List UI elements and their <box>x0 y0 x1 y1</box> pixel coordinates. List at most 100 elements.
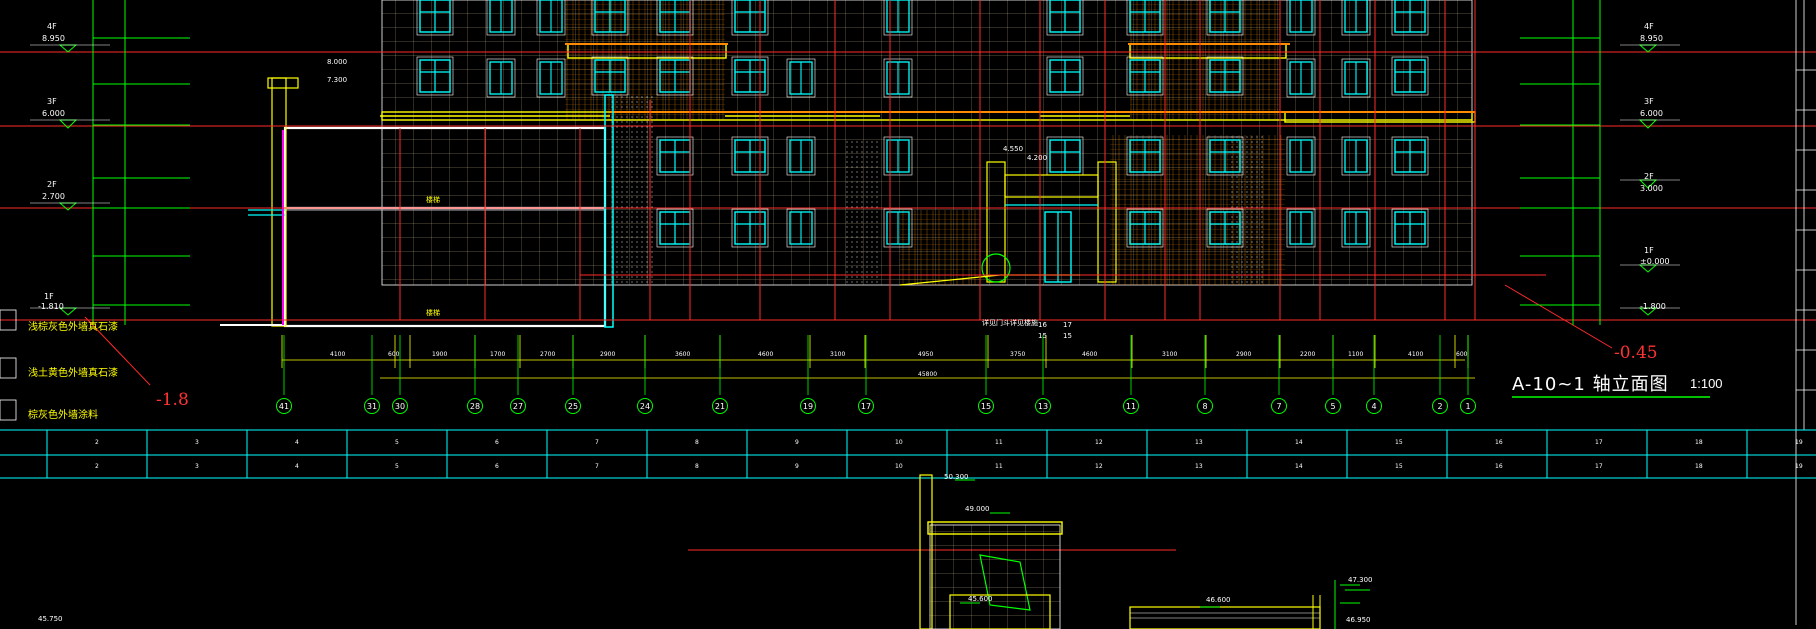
lower-level-label: 46.600 <box>1206 596 1231 604</box>
axis-bubble[interactable]: 13 <box>1035 398 1051 414</box>
axis-bubble[interactable]: 41 <box>276 398 292 414</box>
reference-lines <box>0 0 1816 386</box>
legend-item-3: 棕灰色外墙涂料 <box>28 410 98 421</box>
axis-bubble[interactable]: 30 <box>392 398 408 414</box>
right-level-ground-elev: -1.800 <box>1640 302 1666 311</box>
right-level-4f-label: 4F <box>1644 22 1654 31</box>
canopy-level-4: 4.200 <box>1027 154 1048 162</box>
table-cell: 9 <box>795 439 799 446</box>
dimension-lines <box>281 335 1475 379</box>
dimension-value: 3100 <box>830 351 846 358</box>
axis-bubble[interactable]: 31 <box>364 398 380 414</box>
dimension-total: 45800 <box>918 371 938 378</box>
table-cell: 7 <box>595 439 599 446</box>
dimension-value: 4100 <box>330 351 346 358</box>
axis-bubble[interactable]: 28 <box>467 398 483 414</box>
table-cell: 17 <box>1595 439 1603 446</box>
right-level-3f-label: 3F <box>1644 97 1654 106</box>
left-level-ruler <box>30 0 190 325</box>
detail-ref-bottom-1: 15 <box>1038 332 1047 340</box>
dimension-value: 2700 <box>540 351 556 358</box>
table-cell: 19 <box>1795 439 1803 446</box>
table-cell: 4 <box>295 463 299 470</box>
table-cell: 6 <box>495 463 499 470</box>
balcony-bands <box>380 43 1476 123</box>
right-level-1f-elev: ±0.000 <box>1640 257 1670 266</box>
table-cell: 12 <box>1095 439 1103 446</box>
canopy-level-3: 4.550 <box>1003 145 1024 153</box>
dimension-value: 600 <box>1456 351 1468 358</box>
detail-ref-top-1: 16 <box>1038 321 1047 329</box>
axis-bubble[interactable]: 17 <box>858 398 874 414</box>
legend-item-1: 浅棕灰色外墙真石漆 <box>28 322 118 333</box>
table-cell: 5 <box>395 439 399 446</box>
table-cell: 10 <box>895 439 903 446</box>
right-level-3f-elev: 6.000 <box>1640 109 1663 118</box>
right-level-ruler <box>1520 0 1680 325</box>
table-cell: 14 <box>1295 463 1303 470</box>
axis-bubble[interactable]: 8 <box>1197 398 1213 414</box>
table-cell: 16 <box>1495 463 1503 470</box>
axis-leader-lines <box>283 335 1469 395</box>
axis-bubble[interactable]: 27 <box>510 398 526 414</box>
left-level-2f-label: 2F <box>47 180 57 189</box>
table-cell: 19 <box>1795 463 1803 470</box>
right-level-1f-label: 1F <box>1644 246 1654 255</box>
sheet-table <box>0 429 1816 479</box>
table-cell: 14 <box>1295 439 1303 446</box>
lower-level-label: 47.300 <box>1348 576 1373 584</box>
table-cell: 18 <box>1695 463 1703 470</box>
axis-bubble[interactable]: 11 <box>1123 398 1139 414</box>
left-level-1f-elev: -1.810 <box>38 302 64 311</box>
lower-level-label: 49.000 <box>965 505 990 513</box>
axis-bubble[interactable]: 25 <box>565 398 581 414</box>
dimension-value: 4600 <box>1082 351 1098 358</box>
table-cell: 3 <box>195 463 199 470</box>
lower-level-label: 50.300 <box>944 473 969 481</box>
lower-detail-drawing <box>688 474 1370 629</box>
table-cell: 15 <box>1395 463 1403 470</box>
table-cell: 10 <box>895 463 903 470</box>
legend-item-2: 浅土黄色外墙真石漆 <box>28 368 118 379</box>
dimension-value: 1900 <box>432 351 448 358</box>
canopy-level-2: 7.300 <box>327 76 348 84</box>
axis-bubble[interactable]: 5 <box>1325 398 1341 414</box>
left-level-3f-label: 3F <box>47 97 57 106</box>
dimension-value: 2200 <box>1300 351 1316 358</box>
table-cell: 12 <box>1095 463 1103 470</box>
axis-bubble[interactable]: 21 <box>712 398 728 414</box>
room-label-lower: 楼梯 <box>426 309 440 317</box>
left-level-4f-elev: 8.950 <box>42 34 65 43</box>
axis-bubble[interactable]: 1 <box>1460 398 1476 414</box>
dimension-value: 3600 <box>675 351 691 358</box>
table-cell: 6 <box>495 439 499 446</box>
left-level-4f-label: 4F <box>47 22 57 31</box>
axis-bubble[interactable]: 4 <box>1366 398 1382 414</box>
facade-body <box>381 0 1473 286</box>
table-cell: 3 <box>195 439 199 446</box>
axis-bubble[interactable]: 7 <box>1271 398 1287 414</box>
table-cell: 7 <box>595 463 599 470</box>
table-cell: 17 <box>1595 463 1603 470</box>
table-cell: 5 <box>395 463 399 470</box>
drawing-scale: 1:100 <box>1690 376 1723 391</box>
right-level-4f-elev: 8.950 <box>1640 34 1663 43</box>
axis-bubble[interactable]: 2 <box>1432 398 1448 414</box>
left-level-2f-elev: 2.700 <box>42 192 65 201</box>
dimension-value: 1100 <box>1348 351 1364 358</box>
canopy-level-1: 8.000 <box>327 58 348 66</box>
table-cell: 2 <box>95 463 99 470</box>
axis-bubble[interactable]: 15 <box>978 398 994 414</box>
table-cell: 15 <box>1395 439 1403 446</box>
axis-bubble[interactable]: 24 <box>637 398 653 414</box>
dimension-value: 3750 <box>1010 351 1026 358</box>
axis-bubble[interactable]: 19 <box>800 398 816 414</box>
right-level-2f-elev: 3.000 <box>1640 184 1663 193</box>
dimension-value: 2900 <box>1236 351 1252 358</box>
table-cell: 8 <box>695 439 699 446</box>
detail-reference-note: 详见门斗详见楼施 <box>982 319 1038 327</box>
dimension-value: 600 <box>388 351 400 358</box>
table-cell: 18 <box>1695 439 1703 446</box>
dimension-value: 1700 <box>490 351 506 358</box>
